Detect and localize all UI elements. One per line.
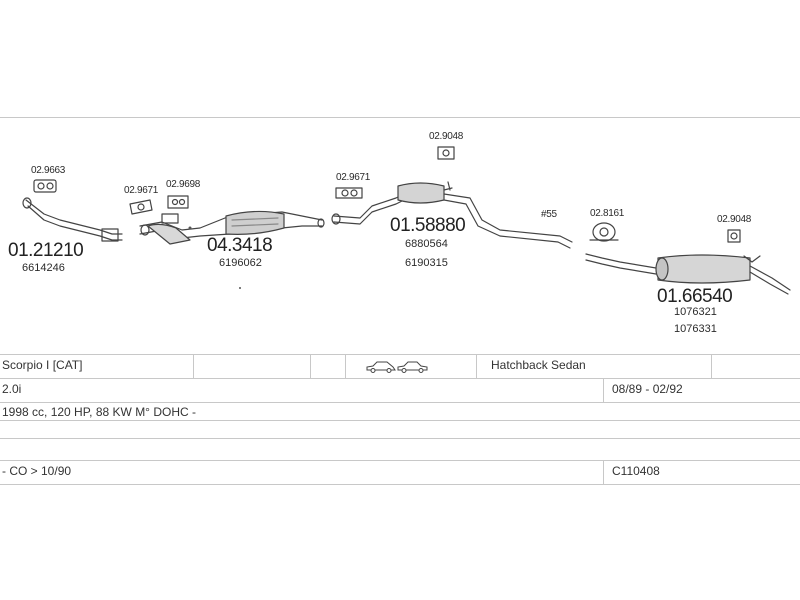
fitting-clamp-6 — [589, 222, 619, 242]
car-body-icons — [366, 361, 428, 373]
exhaust-diagram — [22, 146, 791, 295]
part-ref1-centre-silencer: 6880564 — [405, 238, 448, 250]
hatchback-car-icon — [366, 361, 396, 373]
fitting-hanger-7 — [727, 229, 741, 243]
fitting-gasket-1 — [33, 179, 57, 193]
catalyst-drawing — [139, 210, 325, 245]
table-divider — [310, 354, 311, 378]
fitting-label-1: 02.9663 — [31, 165, 66, 176]
note-cell: - CO > 10/90 — [2, 464, 72, 478]
fitting-gasket-2 — [129, 199, 153, 215]
part-code-rear-silencer: 01.66540 — [657, 286, 733, 307]
sedan-car-icon — [397, 361, 428, 373]
engine-cell: 2.0i — [2, 382, 22, 396]
fitting-gasket-4 — [335, 187, 363, 199]
body-types-cell: Hatchback Sedan — [491, 358, 586, 372]
part-code-centre-silencer: 01.58880 — [390, 215, 466, 236]
top-rule — [0, 117, 800, 118]
fitting-label-8: #55 — [541, 209, 557, 220]
fitting-label-6: 02.8161 — [590, 208, 625, 219]
part-ref-front-pipe: 6614246 — [22, 262, 65, 274]
part-code-catalyst: 04.3418 — [207, 235, 273, 256]
fitting-label-5: 02.9048 — [429, 131, 464, 142]
table-rule — [0, 378, 800, 379]
table-divider — [193, 354, 194, 378]
table-divider — [711, 354, 712, 378]
table-divider — [476, 354, 477, 378]
part-code-front-pipe: 01.21210 — [8, 240, 84, 261]
front-pipe-drawing — [22, 197, 123, 242]
fitting-label-4: 02.9671 — [336, 172, 371, 183]
table-rule — [0, 460, 800, 461]
table-rule — [0, 402, 800, 403]
table-rule — [0, 438, 800, 439]
part-ref1-rear-silencer: 1076321 — [674, 306, 717, 318]
model-cell: Scorpio I [CAT] — [2, 358, 83, 372]
period-cell: 08/89 - 02/92 — [612, 382, 683, 396]
table-divider — [603, 460, 604, 484]
centre-silencer-drawing — [331, 181, 573, 249]
table-rule — [0, 354, 800, 355]
table-rule — [0, 420, 800, 421]
table-divider — [345, 354, 346, 378]
fitting-clamp-3 — [167, 195, 189, 209]
part-ref2-centre-silencer: 6190315 — [405, 257, 448, 269]
part-ref2-rear-silencer: 1076331 — [674, 323, 717, 335]
fitting-label-3: 02.9698 — [166, 179, 201, 190]
rear-silencer-drawing — [585, 253, 791, 295]
fitting-label-2: 02.9671 — [124, 185, 159, 196]
part-ref-catalyst: 6196062 — [219, 257, 262, 269]
table-divider — [603, 378, 604, 402]
system-code-cell: C110408 — [612, 464, 660, 478]
spec-cell: 1998 cc, 120 HP, 88 KW M° DOHC - — [2, 405, 196, 419]
fitting-label-7: 02.9048 — [717, 214, 752, 225]
table-rule — [0, 484, 800, 485]
fitting-hanger-5 — [437, 146, 455, 160]
